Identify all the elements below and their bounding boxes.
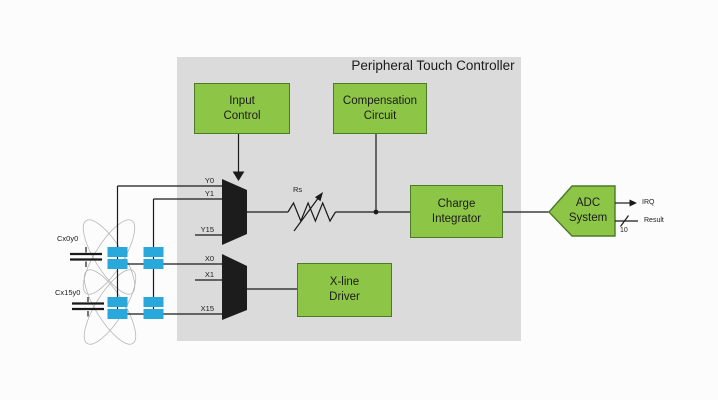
cap-cx0y0-label: Cx0y0 <box>57 234 79 243</box>
adc-system-shape <box>548 185 616 237</box>
rs-resistor-zigzag <box>287 201 337 223</box>
result-label: Result <box>644 217 664 224</box>
block-input-control: Input Control <box>194 83 290 134</box>
touch-electrodes <box>107 247 164 319</box>
electrode <box>143 297 164 307</box>
electrode <box>107 259 128 269</box>
irq-label: IRQ <box>642 199 655 206</box>
rs-variable-arrowhead <box>314 192 323 202</box>
cap-cx15y0-label: Cx15y0 <box>55 288 81 297</box>
block-adc-system-label-box: ADC System <box>562 188 614 234</box>
pin-label-x0: X0 <box>204 254 214 263</box>
result-bus-width-label: 10 <box>620 227 628 234</box>
electrode <box>107 309 128 319</box>
electrode <box>143 259 164 269</box>
block-xline-driver-label: X-line Driver <box>329 276 360 303</box>
result-bus-slash <box>620 215 629 227</box>
junction-dot <box>373 209 379 215</box>
electrode <box>107 247 128 257</box>
electrode <box>143 247 164 257</box>
block-charge-integrator-label: Charge Integrator <box>431 197 482 225</box>
pin-label-y1: Y1 <box>204 189 214 198</box>
rs-label: Rs <box>293 185 303 194</box>
pin-label-x15: X15 <box>200 304 214 313</box>
pin-label-y0: Y0 <box>204 176 214 185</box>
block-adc-system-label: ADC System <box>568 197 608 224</box>
pin-label-x1: X1 <box>204 270 214 279</box>
cap-cx15y0-symbol <box>72 297 104 317</box>
block-compensation-circuit-label: Compensation Circuit <box>342 94 418 122</box>
irq-arrowhead <box>629 199 637 207</box>
block-charge-integrator: Charge Integrator <box>410 185 503 238</box>
cap-cx0y0-symbol <box>70 247 102 267</box>
rs-variable-arrow-line <box>293 196 320 232</box>
electrode <box>107 297 128 307</box>
y-mux <box>222 179 247 245</box>
block-xline-driver: X-line Driver <box>297 263 392 317</box>
pin-label-y15: Y15 <box>200 225 214 234</box>
x-mux <box>222 254 247 320</box>
block-input-control-label: Input Control <box>223 94 261 122</box>
block-compensation-circuit: Compensation Circuit <box>333 83 427 134</box>
electrode <box>143 309 164 319</box>
input-control-arrowhead <box>232 171 245 181</box>
panel-title: Peripheral Touch Controller <box>351 58 515 73</box>
